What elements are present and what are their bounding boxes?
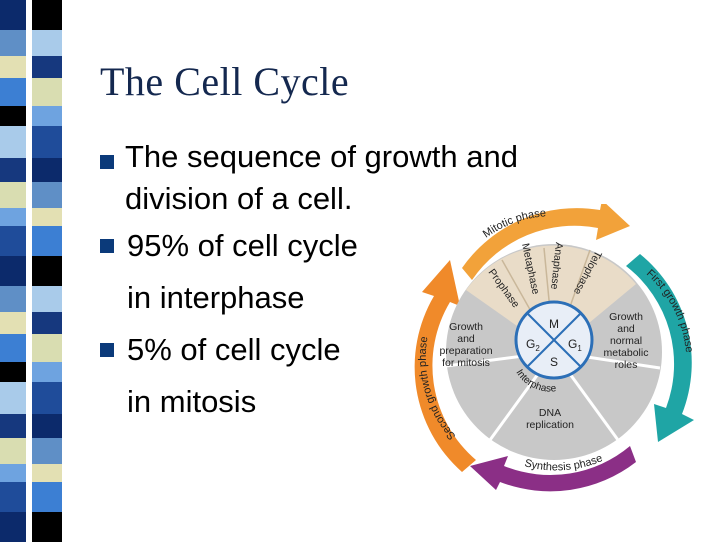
stripe-block <box>0 334 26 362</box>
stripe-block <box>0 0 26 30</box>
stripe-block <box>0 512 26 542</box>
bullet-list: The sequence of growth and division of a… <box>100 136 600 428</box>
left-sector-line: for mitosis <box>442 357 490 369</box>
square-bullet-icon <box>100 155 114 169</box>
stripe-block <box>0 414 26 438</box>
stripe-block <box>32 182 62 208</box>
first-growth-arrow <box>626 254 694 442</box>
anaphase-label: Anaphase <box>548 242 565 290</box>
stripe-block <box>0 312 26 334</box>
stripe-block <box>0 464 26 482</box>
stripe-block <box>0 30 26 56</box>
stripe-block <box>32 438 62 464</box>
stripe-block <box>32 0 62 30</box>
bullet-item: 5% of cell cycle in mitosis <box>100 324 600 428</box>
stripe-block <box>32 362 62 382</box>
square-bullet-icon <box>100 343 114 357</box>
bullet-item: The sequence of growth and division of a… <box>100 136 600 220</box>
stripe-block <box>0 226 26 256</box>
bullet-item: 95% of cell cycle in interphase <box>100 220 600 324</box>
stripe-block <box>32 78 62 106</box>
stripe-block <box>32 334 62 362</box>
stripe-block <box>0 158 26 182</box>
right-sector-line: roles <box>615 359 638 371</box>
m-phase-label: M <box>549 317 559 331</box>
mitotic-arrow <box>462 204 630 280</box>
stripe-block <box>0 56 26 78</box>
stripe-block <box>0 208 26 226</box>
stripe-block <box>0 78 26 106</box>
bullet-line: division of a cell. <box>125 181 353 216</box>
bullet-line: 95% of cell cycle <box>127 228 358 263</box>
stripe-block <box>32 312 62 334</box>
stripe-block <box>32 56 62 78</box>
bottom-sector-line: replication <box>526 419 574 431</box>
center-divider <box>527 313 581 367</box>
bottom-sector-line: DNA <box>539 407 561 419</box>
stripe-block <box>0 362 26 382</box>
right-sector-line: Growth <box>609 311 643 323</box>
g2-phase-label: G2 <box>526 337 540 353</box>
stripe-block <box>32 106 62 126</box>
stripe-block <box>32 208 62 226</box>
stripe-block <box>0 126 26 158</box>
stripe-block <box>32 126 62 158</box>
bullet-line: in mitosis <box>127 384 257 419</box>
g1-phase-label: G1 <box>568 337 582 353</box>
square-bullet-icon <box>100 239 114 253</box>
right-sector-line: metabolic <box>604 347 649 359</box>
stripe-block <box>0 438 26 464</box>
bullet-line: 5% of cell cycle <box>127 332 341 367</box>
left-sector-line: preparation <box>439 345 492 357</box>
cell-cycle-diagram: Mitotic phase First growth phase Synthes… <box>404 204 704 494</box>
stripe-block <box>0 382 26 414</box>
left-sector-line: Growth <box>449 321 483 333</box>
stripe-block <box>0 256 26 286</box>
bullet-line: in interphase <box>127 280 305 315</box>
stripe-block <box>32 414 62 438</box>
right-sector-line: and <box>617 323 635 335</box>
second-growth-arrow <box>414 260 476 472</box>
s-phase-label: S <box>550 355 558 369</box>
stripe-block <box>0 482 26 512</box>
slide-title: The Cell Cycle <box>100 59 350 104</box>
stripe-block <box>32 256 62 286</box>
right-sector-line: normal <box>610 335 642 347</box>
stripe-block <box>32 30 62 56</box>
stripe-block <box>0 286 26 312</box>
bullet-line: The sequence of growth and <box>125 139 518 174</box>
stripe-block <box>32 286 62 312</box>
synthesis-arrow <box>470 446 636 492</box>
stripe-block <box>32 158 62 182</box>
stripe-block <box>32 464 62 482</box>
stripe-block <box>32 482 62 512</box>
stripe-block <box>32 382 62 414</box>
stripe-block <box>0 106 26 126</box>
left-sector-line: and <box>457 333 475 345</box>
decorative-stripe <box>0 0 64 542</box>
stripe-block <box>32 226 62 256</box>
stripe-block <box>32 512 62 542</box>
stripe-block <box>0 182 26 208</box>
